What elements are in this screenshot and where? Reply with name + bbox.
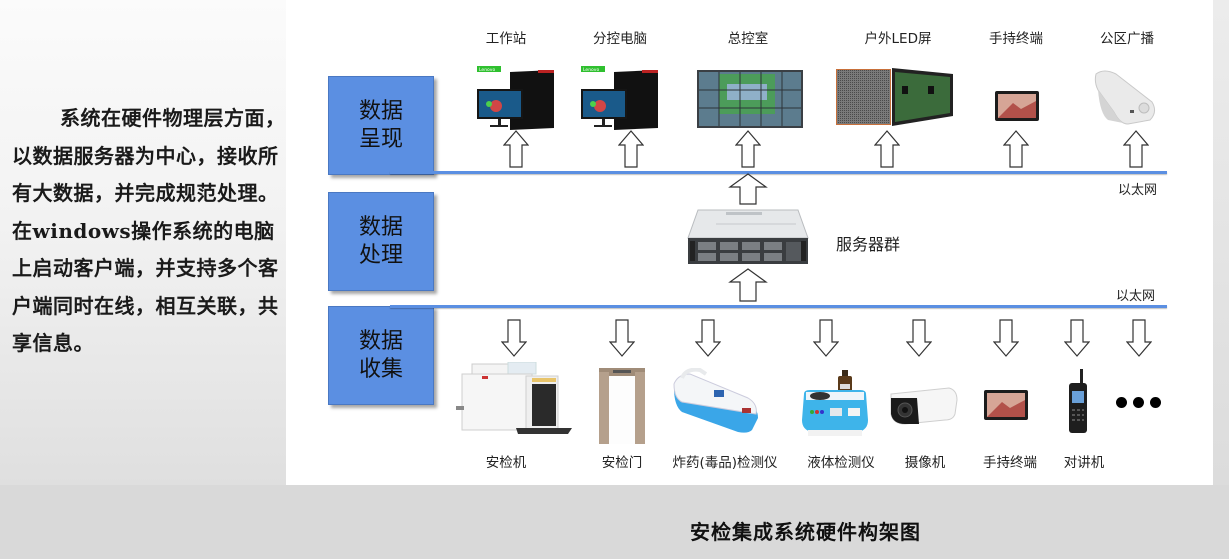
layer-box-collection: 数据 收集 — [328, 306, 434, 405]
arrow-down-icon — [906, 319, 932, 357]
led-screen-icon — [836, 68, 954, 126]
tablet-icon — [995, 91, 1039, 121]
arrow-up-icon — [1123, 130, 1149, 168]
device-label: 总控室 — [727, 31, 769, 47]
metal-detector-gate-icon — [599, 368, 645, 444]
tablet-icon — [984, 390, 1028, 420]
arrow-up-icon — [735, 130, 761, 168]
description-text: 系统在硬件物理层方面，以数据服务器为中心，接收所有大数据，并完成规范处理。在wi… — [12, 106, 286, 355]
speaker-icon — [1092, 68, 1158, 126]
device-label: 户外LED屏 — [864, 31, 932, 47]
device-label: 对讲机 — [1063, 455, 1105, 471]
walkie-talkie-icon — [1066, 369, 1090, 433]
ethernet-line-top — [390, 171, 1167, 174]
device-label: 公区广播 — [1100, 31, 1154, 47]
workstation-icon: Lenovo — [476, 66, 556, 130]
arrow-down-icon — [501, 319, 527, 357]
server-rack-icon — [686, 208, 810, 266]
ethernet-label-top: 以太网 — [1118, 183, 1158, 198]
arrow-up-icon — [728, 173, 768, 205]
arrow-down-icon — [993, 319, 1019, 357]
layer-label-line1: 数据 — [358, 328, 403, 354]
arrow-down-icon — [1064, 319, 1090, 357]
explosive-detector-icon — [672, 367, 762, 434]
brand-badge: Lenovo — [479, 67, 495, 73]
liquid-detector-icon — [800, 370, 870, 438]
workstation-icon: Lenovo — [580, 66, 660, 130]
device-label: 炸药(毒品)检测仪 — [672, 455, 778, 471]
layer-box-presentation: 数据 呈现 — [328, 76, 434, 175]
layer-label-line1: 数据 — [358, 98, 403, 124]
background-edge — [1213, 0, 1229, 485]
arrow-up-icon — [728, 268, 768, 302]
camera-icon — [889, 384, 959, 428]
arrow-down-icon — [813, 319, 839, 357]
server-cluster-label: 服务器群 — [836, 235, 901, 254]
background-band — [0, 485, 1229, 559]
brand-badge: Lenovo — [583, 67, 599, 73]
device-label: 安检机 — [485, 455, 527, 471]
layer-label-line2: 呈现 — [358, 126, 403, 152]
layer-label-line1: 数据 — [358, 214, 403, 240]
xray-scanner-icon — [456, 361, 574, 438]
layer-box-processing: 数据 处理 — [328, 192, 434, 291]
ellipsis-icon — [1116, 396, 1167, 412]
device-label: 分控电脑 — [593, 31, 647, 47]
device-label: 安检门 — [601, 455, 643, 471]
device-label: 液体检测仪 — [807, 455, 875, 471]
ethernet-label-bottom: 以太网 — [1116, 289, 1156, 304]
layer-label-line2: 处理 — [358, 242, 403, 268]
ethernet-line-bottom — [390, 305, 1167, 308]
diagram-caption: 安检集成系统硬件构架图 — [690, 520, 921, 544]
device-label: 手持终端 — [983, 455, 1037, 471]
video-wall-icon — [697, 70, 803, 128]
arrow-up-icon — [503, 130, 529, 168]
arrow-down-icon — [695, 319, 721, 357]
device-label: 手持终端 — [989, 31, 1043, 47]
layer-label-line2: 收集 — [358, 356, 403, 382]
device-label: 摄像机 — [904, 455, 946, 471]
arrow-up-icon — [1003, 130, 1029, 168]
arrow-up-icon — [618, 130, 644, 168]
arrow-down-icon — [1126, 319, 1152, 357]
arrow-down-icon — [609, 319, 635, 357]
device-label: 工作站 — [485, 31, 527, 47]
arrow-up-icon — [874, 130, 900, 168]
